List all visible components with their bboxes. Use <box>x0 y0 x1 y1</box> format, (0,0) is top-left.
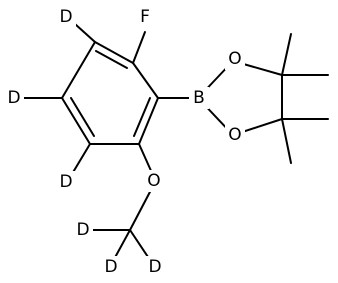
atom-label-boron: B <box>193 88 205 108</box>
bond-ring-inner-c1-c2 <box>95 50 128 69</box>
bond-ring-c1-c2 <box>94 41 134 64</box>
atom-label-oxygen-methoxy: O <box>147 171 160 191</box>
bond-methyl-upper-up <box>281 33 292 76</box>
bond-ring-c5-c6 <box>138 97 159 145</box>
atom-label-deuterium-methyl-left: D <box>76 220 89 240</box>
bond-ring-inner-c5-c6 <box>133 97 151 137</box>
bond-c1-f <box>132 31 146 64</box>
bond-ring-c2-c3 <box>61 41 96 99</box>
bond-o-cd3 <box>129 187 153 231</box>
bond-c5-o <box>138 143 153 174</box>
bond-c2-d <box>74 23 96 43</box>
atom-label-deuterium-ring-lower: D <box>59 172 72 192</box>
bond-ring-c3-c4 <box>61 97 91 145</box>
bond-methyl-lower-down <box>281 118 292 164</box>
atom-label-deuterium-ring-left: D <box>7 88 20 108</box>
atom-label-oxygen-upper-ring: O <box>228 49 241 69</box>
atom-label-deuterium-ring-top: D <box>59 7 72 27</box>
bond-ring-inner-c3-c4 <box>70 97 95 137</box>
atom-label-deuterium-methyl-bottom-right: D <box>148 257 161 277</box>
bond-c4-d <box>71 143 91 175</box>
bond-ring-c6-c1 <box>132 62 159 99</box>
atom-label-oxygen-lower-ring: O <box>228 125 241 145</box>
atom-label-fluorine: F <box>140 7 150 27</box>
bonds <box>23 23 329 264</box>
atom-labels: F D D D B O O O D D D <box>4 6 245 278</box>
atom-label-deuterium-methyl-bottom-left: D <box>104 257 117 277</box>
